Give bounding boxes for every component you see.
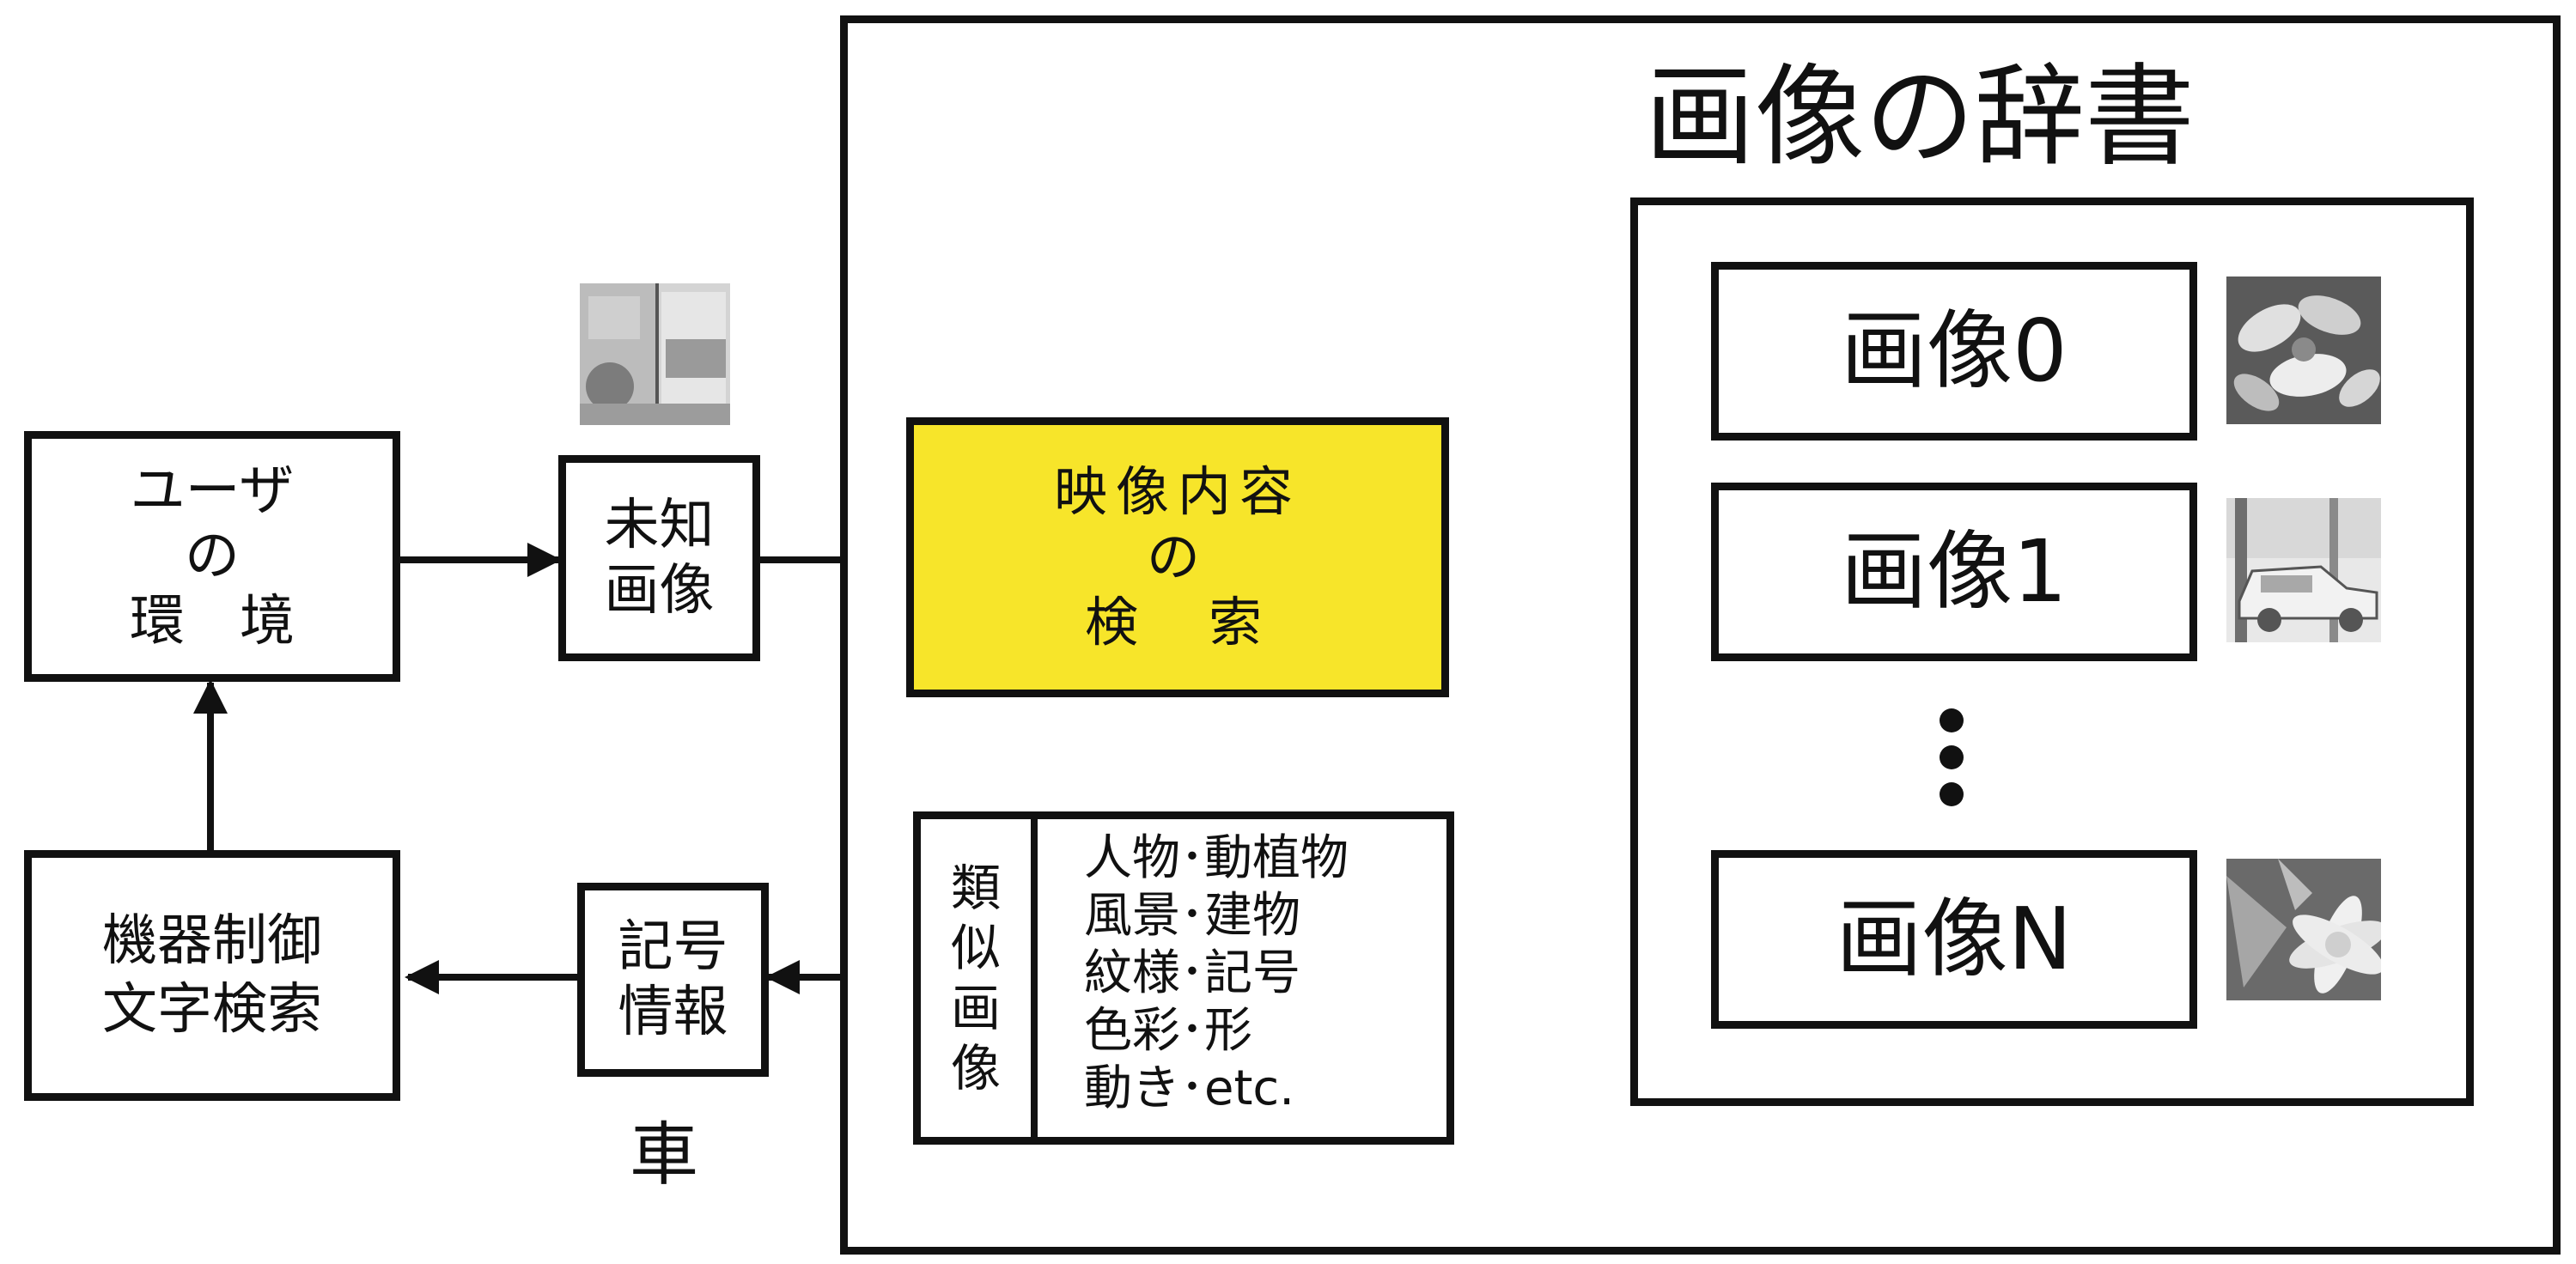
- dict-entry-image-0: 画像0: [1711, 262, 2197, 441]
- street-scene-thumbnail: [580, 283, 730, 425]
- similar-image-categories: 人物･動植物 風景･建物 紋様･記号 色彩･形 動き･etc.: [1084, 830, 1349, 1116]
- similar-images-divider: [1031, 811, 1038, 1145]
- car-label: 車: [630, 1115, 698, 1194]
- dict-entry-image-1: 画像1: [1711, 483, 2197, 661]
- unknown-image-box: 未知 画像: [558, 455, 760, 661]
- similar-images-box: [913, 811, 1454, 1145]
- user-environment-box: ユーザ の 環 境: [24, 431, 400, 682]
- dictionary-title: 画像の辞書: [1645, 53, 2195, 181]
- device-control-box: 機器制御 文字検索: [24, 850, 400, 1101]
- ellipsis-dot: [1940, 745, 1964, 769]
- leaf-flower-thumbnail: [2226, 859, 2381, 1000]
- ellipsis-dot: [1940, 782, 1964, 806]
- flower-thumbnail: [2226, 276, 2381, 424]
- ellipsis-dot: [1940, 708, 1964, 732]
- dict-entry-image-n: 画像N: [1711, 850, 2197, 1029]
- video-content-search-box: 映像内容 の 検 索: [906, 417, 1449, 697]
- similar-images-label: 類 似 画 像: [950, 859, 1001, 1097]
- symbol-info-box: 記号 情報: [577, 883, 769, 1077]
- car-thumbnail: [2226, 498, 2381, 642]
